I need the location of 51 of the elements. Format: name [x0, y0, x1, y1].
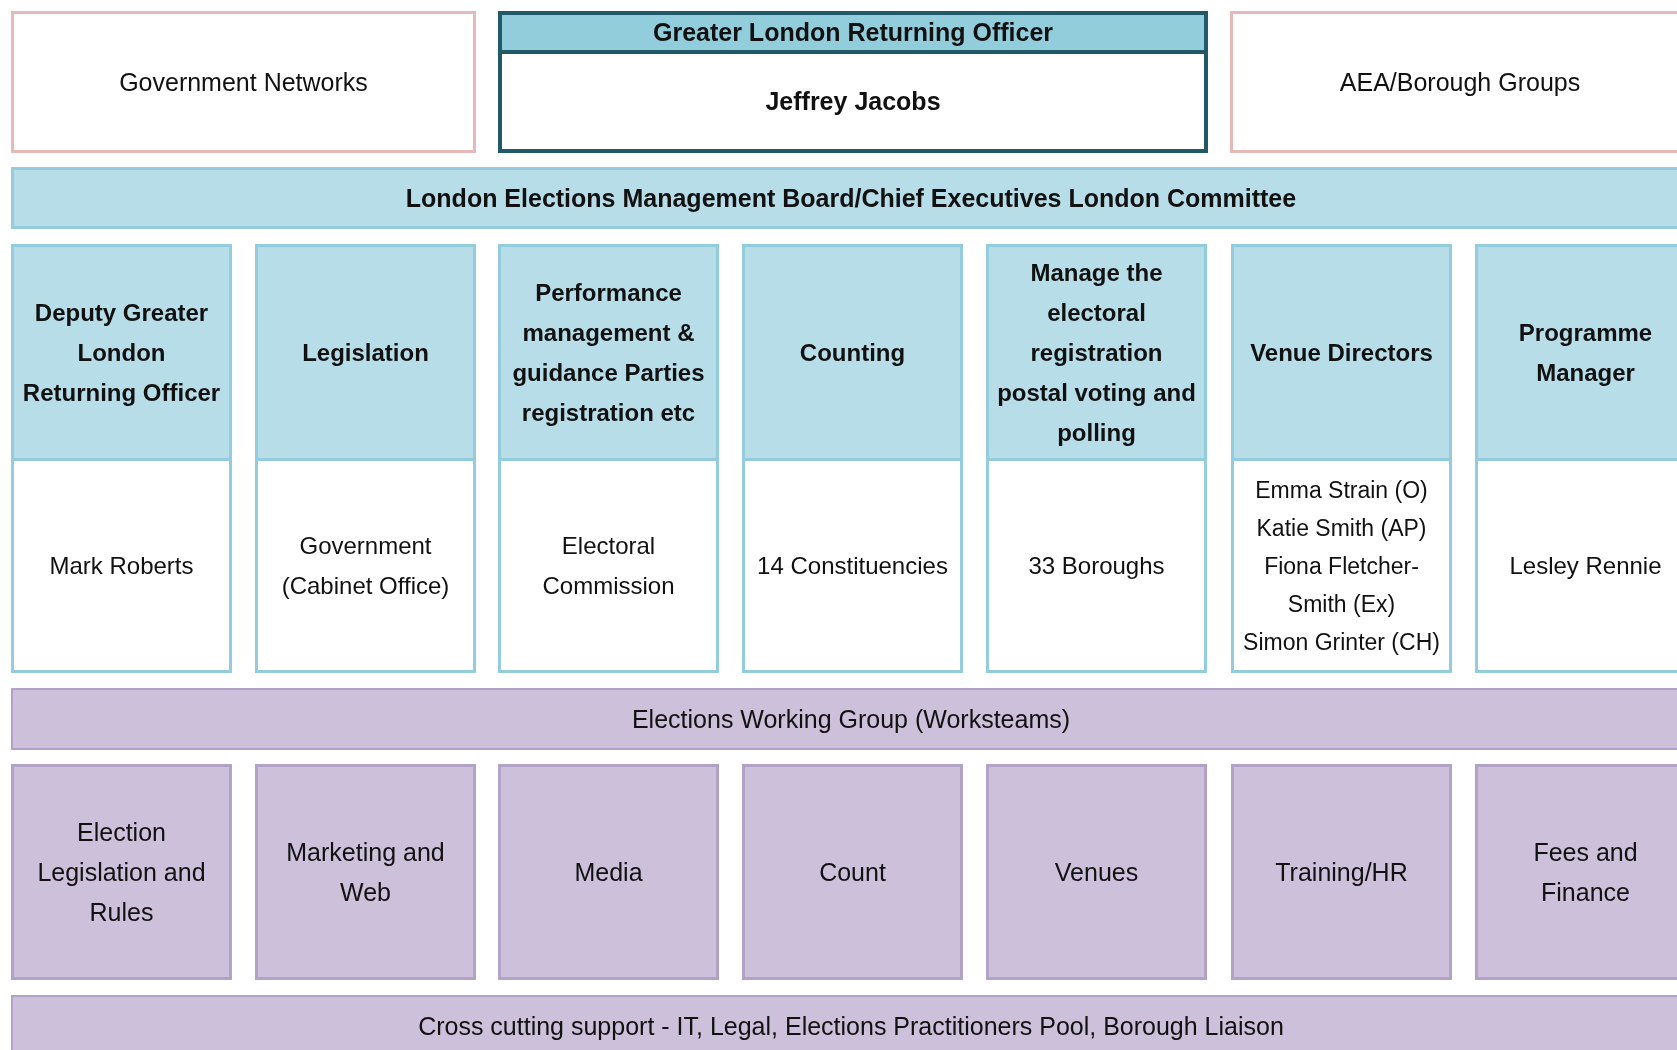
- role-holder-text: Mark Roberts: [49, 550, 194, 581]
- box-label: Election Legislation and Rules: [36, 817, 207, 928]
- box-label: London Elections Management Board/Chief Executives London Committee: [405, 183, 1297, 213]
- box-label: AEA/Borough Groups: [1339, 67, 1581, 97]
- role-holder-text: Simon Grinter (CH): [1243, 627, 1440, 657]
- box-label: Government Networks: [119, 67, 368, 97]
- workstream-box: [742, 764, 963, 980]
- support-bar: [11, 995, 1677, 1050]
- workstream-box: [1475, 764, 1677, 980]
- heading-band: Venue Directors: [1234, 247, 1449, 461]
- workstream-box: [11, 764, 232, 980]
- workstream-box: [1231, 764, 1452, 980]
- role-holder-text: Katie Smith (AP): [1256, 513, 1427, 543]
- heading-band: Deputy Greater London Returning Officer: [14, 247, 229, 461]
- workstream-box: [986, 764, 1207, 980]
- role-column: [1231, 244, 1452, 673]
- role-holder-text: Emma Strain (O): [1255, 475, 1428, 505]
- role-column: [1475, 244, 1677, 673]
- role-holder-text: Government (Cabinet Office): [280, 530, 451, 601]
- role-column: [498, 244, 719, 673]
- box-label: Marketing and Web: [285, 837, 446, 908]
- officer-box: [498, 11, 1208, 153]
- heading-band: Manage the electoral registration postal voting and polling: [989, 247, 1204, 461]
- heading-band: Counting: [745, 247, 960, 461]
- box-label: Fees and Finance: [1532, 837, 1639, 908]
- network-box: [11, 11, 476, 153]
- heading-band: Programme Manager: [1478, 247, 1677, 461]
- workstream-box: [498, 764, 719, 980]
- heading-band: Greater London Returning Officer: [502, 15, 1204, 54]
- heading-band: Legislation: [258, 247, 473, 461]
- board-bar: [11, 167, 1677, 229]
- role-holder-text: 33 Boroughs: [1028, 550, 1165, 581]
- working-group-bar: [11, 688, 1677, 750]
- box-label: Count: [819, 857, 886, 888]
- role-holder-text: Electoral Commission: [541, 530, 676, 601]
- role-column: [11, 244, 232, 673]
- box-label: Training/HR: [1275, 857, 1408, 888]
- workstream-box: [255, 764, 476, 980]
- role-column: [742, 244, 963, 673]
- box-label: Cross cutting support - IT, Legal, Elections Practitioners Pool, Borough Liaison: [418, 1011, 1284, 1041]
- role-column: [986, 244, 1207, 673]
- role-column: [255, 244, 476, 673]
- officer-name: Jeffrey Jacobs: [765, 87, 941, 116]
- box-label: Elections Working Group (Worksteams): [631, 704, 1071, 734]
- box-label: Venues: [1054, 857, 1139, 888]
- group-box: [1230, 11, 1677, 153]
- role-holder-text: Fiona Fletcher-Smith (Ex): [1263, 551, 1420, 619]
- box-label: Media: [574, 857, 643, 888]
- role-holder-text: 14 Constituencies: [757, 550, 948, 581]
- heading-band: Performance management & guidance Parties registration etc: [501, 247, 716, 461]
- role-holder-text: Lesley Rennie: [1509, 550, 1662, 581]
